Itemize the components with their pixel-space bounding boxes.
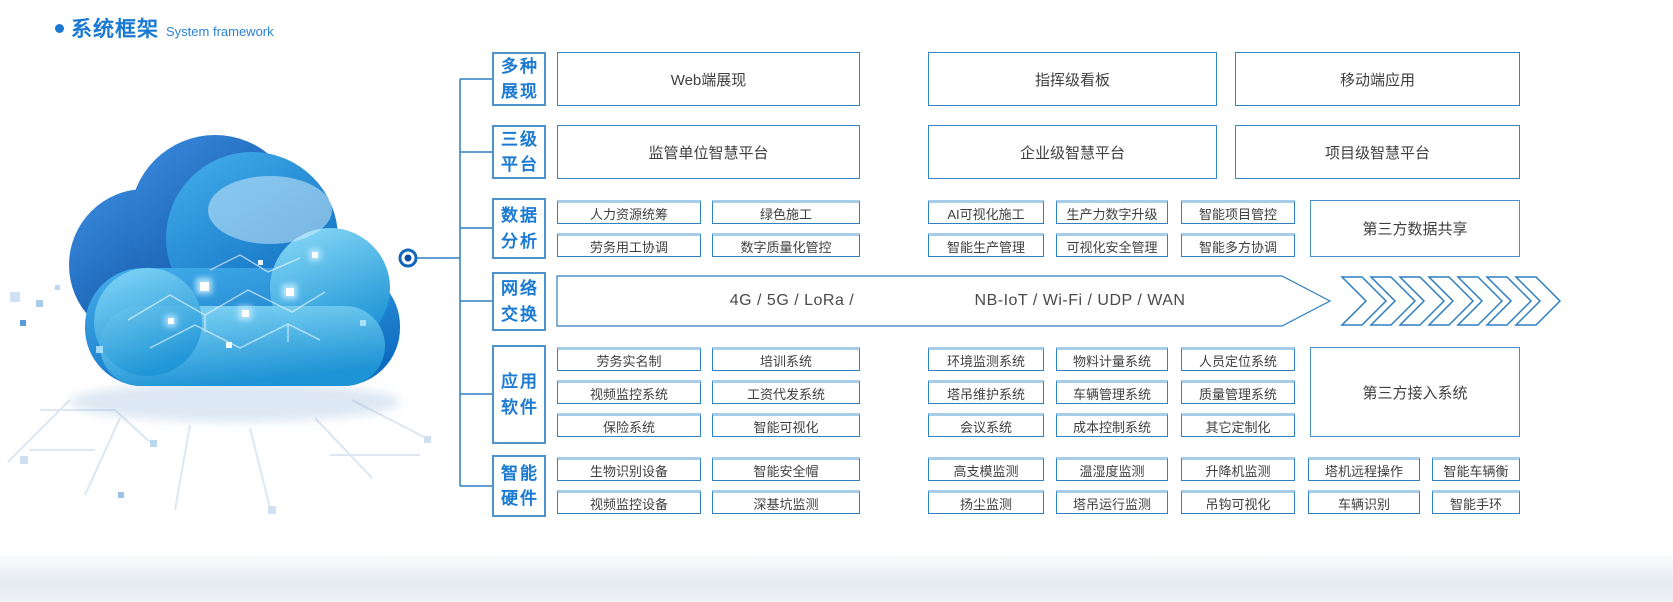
row-label-hardware: 智能 硬件 bbox=[492, 455, 546, 517]
framework-box: 其它定制化 bbox=[1181, 413, 1295, 437]
software-row-a: 劳务实名制 培训系统 环境监测系统 物料计量系统 人员定位系统 bbox=[0, 347, 1673, 371]
page-title: 系统框架 System framework bbox=[55, 13, 274, 43]
framework-box: 车辆识别 bbox=[1308, 490, 1420, 514]
row-label-network: 网络 交换 bbox=[492, 272, 546, 331]
framework-box: AI可视化施工 bbox=[928, 200, 1044, 224]
flow-chevrons-icon bbox=[1340, 276, 1562, 326]
cloud-sparkles bbox=[96, 249, 366, 353]
framework-box: 环境监测系统 bbox=[928, 347, 1044, 371]
software-row-c: 保险系统 智能可视化 会议系统 成本控制系统 其它定制化 bbox=[0, 413, 1673, 437]
framework-box: 培训系统 bbox=[712, 347, 860, 371]
framework-box: 工资代发系统 bbox=[712, 380, 860, 404]
framework-box: 智能项目管控 bbox=[1181, 200, 1295, 224]
row-label-line: 分析 bbox=[501, 231, 539, 251]
row-label-line: 交换 bbox=[501, 304, 539, 324]
framework-box: 指挥级看板 bbox=[928, 52, 1217, 106]
framework-box: 智能可视化 bbox=[712, 413, 860, 437]
framework-box: 绿色施工 bbox=[712, 200, 860, 224]
cloud-circuit-traces bbox=[127, 254, 326, 349]
row-label-line: 数据 bbox=[501, 206, 539, 225]
framework-box: 监管单位智慧平台 bbox=[557, 125, 860, 179]
connector-lines bbox=[416, 78, 492, 487]
framework-box: 生产力数字升级 bbox=[1056, 200, 1168, 224]
framework-box: 成本控制系统 bbox=[1056, 413, 1168, 437]
framework-box: 升降机监测 bbox=[1181, 457, 1295, 481]
row-label-line: 应用 bbox=[501, 372, 539, 391]
framework-box: 塔机远程操作 bbox=[1308, 457, 1420, 481]
row-label-display: 多种 展现 bbox=[492, 52, 546, 106]
circuit-board-nodes bbox=[10, 285, 431, 514]
cloud-shadow bbox=[70, 382, 400, 422]
framework-box: 车辆管理系统 bbox=[1056, 380, 1168, 404]
row-label-line: 多种 bbox=[501, 56, 539, 76]
network-band-text-right: NB-IoT / Wi-Fi / UDP / WAN bbox=[974, 292, 1186, 309]
framework-box: 第三方接入系统 bbox=[1310, 347, 1520, 437]
row-label-line: 软件 bbox=[501, 397, 539, 417]
row-label-line: 平台 bbox=[501, 155, 539, 174]
framework-box: 企业级智慧平台 bbox=[928, 125, 1217, 179]
analysis-row-a: 人力资源统筹 绿色施工 AI可视化施工 生产力数字升级 智能项目管控 bbox=[0, 200, 1673, 224]
network-band-text-left: 4G / 5G / LoRa / bbox=[729, 292, 855, 309]
framework-box: 数字质量化管控 bbox=[712, 233, 860, 257]
hub-node-icon bbox=[398, 248, 418, 268]
row-label-analysis: 数据 分析 bbox=[492, 198, 546, 259]
framework-box: 第三方数据共享 bbox=[1310, 200, 1520, 257]
framework-box: 劳务用工协调 bbox=[557, 233, 701, 257]
framework-box: 吊钩可视化 bbox=[1181, 490, 1295, 514]
cloud-graphic bbox=[7, 135, 431, 514]
page-title-zh: 系统框架 bbox=[71, 18, 159, 41]
framework-box: 移动端应用 bbox=[1235, 52, 1520, 106]
framework-box: 视频监控系统 bbox=[557, 380, 701, 404]
framework-box: 物料计量系统 bbox=[1056, 347, 1168, 371]
framework-box: 智能车辆衡 bbox=[1432, 457, 1520, 481]
framework-box: 扬尘监测 bbox=[928, 490, 1044, 514]
framework-box: 智能生产管理 bbox=[928, 233, 1044, 257]
row-label-line: 硬件 bbox=[501, 489, 539, 508]
framework-box: 生物识别设备 bbox=[557, 457, 701, 481]
framework-box: 项目级智慧平台 bbox=[1235, 125, 1520, 179]
framework-box: 人力资源统筹 bbox=[557, 200, 701, 224]
hardware-row-a: 生物识别设备 智能安全帽 高支模监测 温湿度监测 升降机监测 塔机远程操作 智能… bbox=[0, 457, 1673, 481]
framework-box: 智能多方协调 bbox=[1181, 233, 1295, 257]
software-row-b: 视频监控系统 工资代发系统 塔吊维护系统 车辆管理系统 质量管理系统 bbox=[0, 380, 1673, 404]
framework-box: 温湿度监测 bbox=[1056, 457, 1168, 481]
framework-box: 塔吊运行监测 bbox=[1056, 490, 1168, 514]
framework-box: 保险系统 bbox=[557, 413, 701, 437]
framework-box: 高支模监测 bbox=[928, 457, 1044, 481]
framework-box: 会议系统 bbox=[928, 413, 1044, 437]
framework-box: 可视化安全管理 bbox=[1056, 233, 1168, 257]
framework-box: 塔吊维护系统 bbox=[928, 380, 1044, 404]
framework-box: 智能安全帽 bbox=[712, 457, 860, 481]
framework-box: 人员定位系统 bbox=[1181, 347, 1295, 371]
framework-box: 深基坑监测 bbox=[712, 490, 860, 514]
analysis-row-b: 劳务用工协调 数字质量化管控 智能生产管理 可视化安全管理 智能多方协调 bbox=[0, 233, 1673, 257]
framework-box: 质量管理系统 bbox=[1181, 380, 1295, 404]
network-band-shape bbox=[556, 275, 1332, 327]
row-label-line: 三级 bbox=[501, 129, 539, 149]
framework-box: 劳务实名制 bbox=[557, 347, 701, 371]
framework-box: 智能手环 bbox=[1432, 490, 1520, 514]
row-label-line: 智能 bbox=[501, 463, 539, 483]
row-label-software: 应用 软件 bbox=[492, 345, 546, 444]
row-label-line: 展现 bbox=[501, 82, 539, 101]
hardware-row-b: 视频监控设备 深基坑监测 扬尘监测 塔吊运行监测 吊钩可视化 车辆识别 智能手环 bbox=[0, 490, 1673, 514]
framework-box: Web端展现 bbox=[557, 52, 860, 106]
row-label-line: 网络 bbox=[501, 279, 539, 298]
framework-box: 视频监控设备 bbox=[557, 490, 701, 514]
floor-gradient-band bbox=[0, 556, 1673, 602]
row-label-platform: 三级 平台 bbox=[492, 125, 546, 179]
bullet-icon bbox=[55, 23, 64, 33]
page-title-en: System framework bbox=[166, 24, 274, 39]
